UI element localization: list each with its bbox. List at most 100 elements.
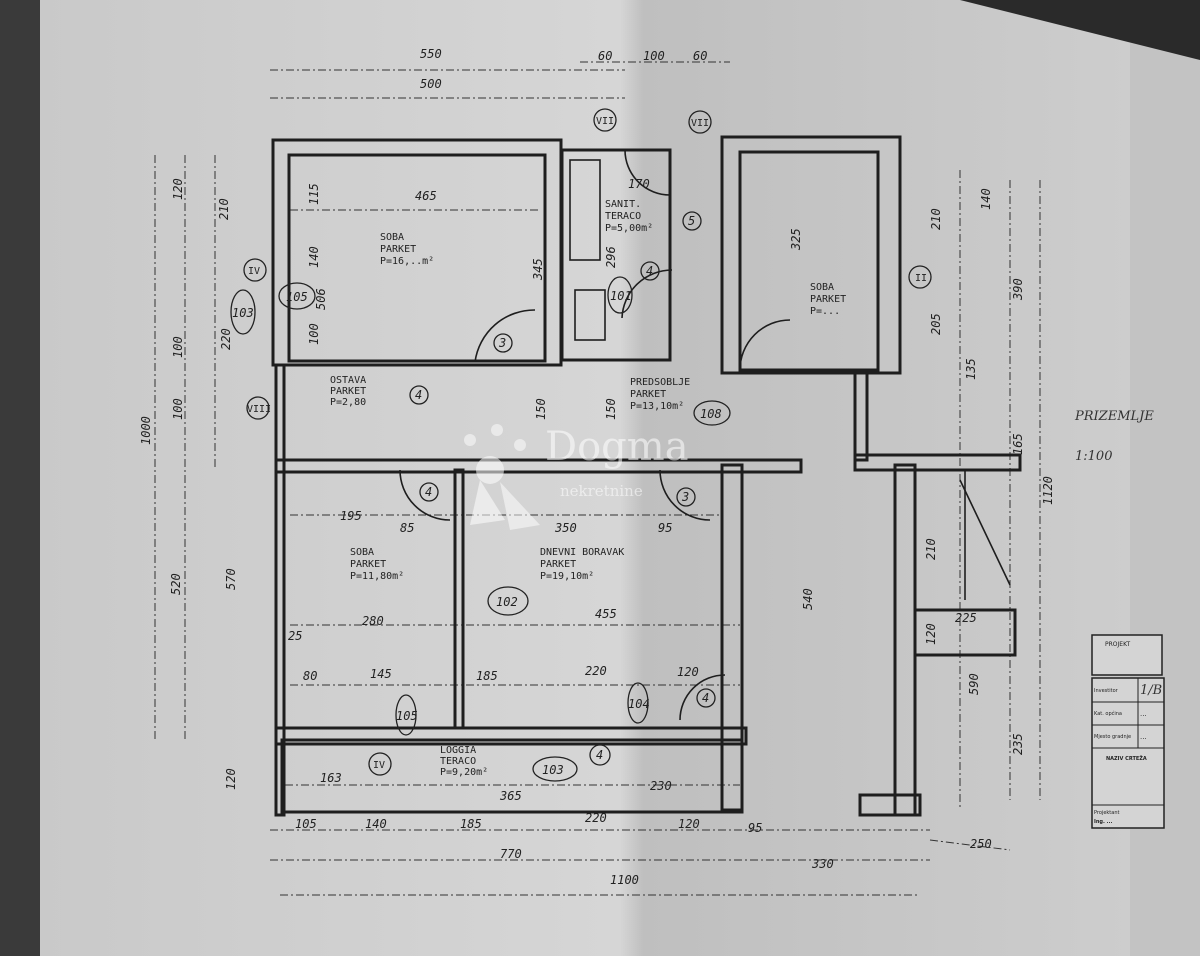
plan-label: 120: [924, 623, 938, 645]
plan-label: DNEVNI BORAVAK: [540, 547, 624, 558]
plan-label: P=19,10m²: [540, 571, 594, 582]
plan-label: 60: [693, 49, 707, 63]
plan-label: 100: [643, 49, 665, 63]
room-soba-2: SOBA PARKET P=11,80m²: [350, 547, 404, 582]
plan-label: IV: [248, 266, 260, 277]
plan-label: 770: [500, 847, 522, 861]
plan-label: LOGGIA: [440, 745, 476, 756]
plan-label: VII: [691, 118, 709, 129]
plan-label: Investitor: [1094, 688, 1119, 694]
plan-label: 150: [604, 398, 618, 420]
plan-label: IV: [373, 760, 385, 771]
sheet-scale: 1:100: [1075, 449, 1112, 464]
plan-label: 1120: [1041, 476, 1055, 505]
plan-label: Projektant: [1094, 810, 1119, 816]
plan-label: 140: [979, 188, 993, 210]
plan-label: 101: [610, 289, 632, 303]
plan-label: 163: [320, 771, 342, 785]
room-soba-1: SOBA PARKET P=16,..m²: [380, 232, 434, 267]
plan-label: 390: [1011, 278, 1025, 301]
plan-label: ...: [1140, 710, 1147, 718]
watermark-logo: Dogma nekretnine: [464, 424, 689, 530]
plan-label: 140: [307, 246, 321, 268]
reference-tags: 105 101 108 102 103 104 105 103: [230, 276, 731, 782]
plan-label: 520: [169, 573, 183, 595]
plan-label: NAZIV CRTEŽA: [1106, 754, 1147, 762]
plan-label: 150: [534, 398, 548, 420]
plan-label: P=...: [810, 306, 840, 317]
room-loggia: LOGGIA TERACO P=9,20m²: [440, 745, 488, 778]
plan-label: 4: [415, 388, 422, 402]
plan-label: 455: [595, 607, 617, 621]
plan-label: 135: [964, 358, 978, 380]
room-sanitary: SANIT. TERACO P=5,00m²: [605, 199, 653, 234]
plan-label: 120: [677, 665, 699, 679]
plan-label: 60: [598, 49, 612, 63]
plan-label: 210: [924, 538, 938, 560]
plan-label: 280: [362, 614, 384, 628]
plan-label: II: [915, 273, 927, 284]
plan-label: 195: [340, 509, 362, 523]
plan-label: 4: [646, 264, 653, 278]
plan-label: 103: [542, 763, 564, 777]
plan-label: PARKET: [810, 294, 846, 305]
plan-label: PARKET: [350, 559, 386, 570]
plan-label: 95: [748, 821, 762, 835]
plan-label: 120: [171, 178, 185, 200]
plan-label: 325: [789, 228, 803, 251]
plan-label: SANIT.: [605, 199, 641, 210]
plan-label: 95: [658, 521, 672, 535]
plan-label: PARKET: [630, 389, 666, 400]
plan-label: OSTAVA: [330, 375, 366, 386]
plan-label: 103: [232, 306, 254, 320]
plan-label: 220: [219, 328, 233, 350]
plan-label: SOBA: [350, 547, 374, 558]
dimension-labels: 550 500 60 100 60 105 140 185 220 120 95…: [139, 47, 1055, 887]
plan-label: 296: [604, 246, 618, 268]
walls: [271, 135, 1022, 817]
plan-label: VII: [596, 116, 614, 127]
room-soba-3: SOBA PARKET P=...: [810, 282, 846, 317]
plan-label: 170: [628, 177, 650, 191]
plan-label: 1100: [610, 873, 639, 887]
paper-sheet: [40, 0, 1200, 956]
plan-label: 220: [585, 664, 607, 678]
plan-label: P=13,10m²: [630, 401, 684, 412]
plan-label: 506: [314, 288, 328, 310]
plan-label: 500: [420, 77, 442, 91]
plan-label: 100: [307, 323, 321, 345]
plan-label: Dogma: [545, 424, 689, 470]
plan-label: PARKET: [330, 386, 366, 397]
plan-label: 100: [171, 398, 185, 420]
plan-label: 105: [396, 709, 418, 723]
plan-label: 220: [585, 811, 607, 825]
plan-label: P=16,..m²: [380, 256, 434, 267]
plan-label: 350: [554, 521, 577, 535]
plan-label: 210: [929, 208, 943, 230]
plan-label: 4: [425, 485, 432, 499]
plan-label: P=2,80: [330, 397, 366, 408]
plan-label: 104: [628, 697, 650, 711]
plan-label: 25: [288, 629, 302, 643]
plan-label: 330: [811, 857, 834, 871]
plan-label: 105: [286, 290, 308, 304]
plan-label: SOBA: [810, 282, 834, 293]
title-block: PROJEKT Investitor 1/B Kat. općina ... M…: [1091, 634, 1165, 829]
plan-label: Mjesto gradnje: [1094, 734, 1131, 740]
plan-label: 100: [171, 336, 185, 358]
plan-label: TERACO: [605, 211, 641, 222]
door-swings: [399, 149, 791, 721]
plan-label: 120: [678, 817, 700, 831]
plan-label: PREDSOBLJE: [630, 377, 690, 388]
plan-label: SOBA: [380, 232, 404, 243]
plan-label: 205: [929, 313, 943, 335]
plan-label: 465: [415, 189, 437, 203]
door-marks: 3 4 4 3 4 5 4 4: [409, 211, 716, 766]
plan-label: 540: [801, 588, 815, 610]
plan-label: 185: [476, 669, 498, 683]
plan-label: PROJEKT: [1105, 641, 1131, 648]
window-marks: VII VII IV VIII IV II: [243, 108, 932, 776]
plan-label: 3: [681, 490, 689, 504]
plan-label: nekretnine: [560, 482, 643, 500]
plan-label: 102: [496, 595, 518, 609]
